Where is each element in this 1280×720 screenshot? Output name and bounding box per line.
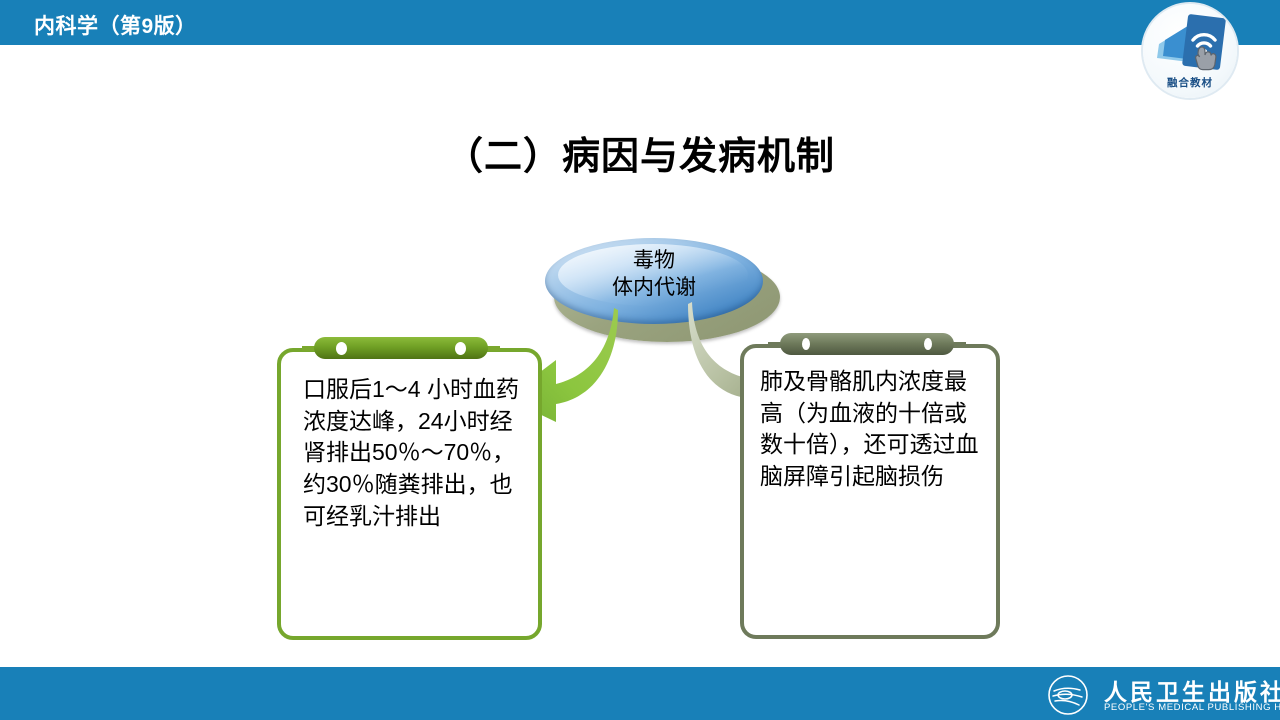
publisher-name-en: PEOPLE'S MEDICAL PUBLISHING HOUSE xyxy=(1104,702,1280,713)
pmph-circle-swoosh-icon xyxy=(1048,675,1088,715)
clip-hole-right xyxy=(455,342,466,355)
header-bar xyxy=(0,0,1280,45)
clip-hole-left xyxy=(336,342,347,355)
left-card-text: 口服后1～4 小时血药浓度达峰，24小时经肾排出50％～70％，约30％随粪排出… xyxy=(303,376,519,529)
wifi-hand-textbook-icon xyxy=(1157,14,1226,71)
clip-stem-right xyxy=(480,346,500,351)
clip-stem-right xyxy=(946,342,966,347)
right-card: 肺及骨骼肌内浓度最高（为血液的十倍或数十倍），还可透过血脑屏障引起脑损伤 xyxy=(740,344,1000,639)
publisher-logo: 人民卫生出版社 PEOPLE'S MEDICAL PUBLISHING HOUS… xyxy=(1044,673,1280,717)
clip-hole-right xyxy=(924,338,932,350)
node-label-line2: 体内代谢 xyxy=(612,275,696,299)
header-title: 内科学（第9版） xyxy=(34,15,197,38)
publisher-name-cn: 人民卫生出版社 xyxy=(1104,680,1280,705)
right-card-text: 肺及骨骼肌内浓度最高（为血液的十倍或数十倍），还可透过血脑屏障引起脑损伤 xyxy=(760,368,979,490)
badge-label: 融合教材 xyxy=(1167,77,1213,89)
node-gloss-highlight xyxy=(558,244,748,306)
clip-body xyxy=(314,337,488,359)
toxin-metabolism-node: 毒物 体内代谢 xyxy=(540,234,780,350)
clip-stem-left xyxy=(302,346,322,351)
clip-body xyxy=(780,333,954,355)
fusion-textbook-badge: 融合教材 xyxy=(1141,2,1239,100)
node-label: 毒物 体内代谢 xyxy=(545,248,763,302)
clip-stem-left xyxy=(768,342,788,347)
left-card-clip xyxy=(302,337,500,359)
node-label-line1: 毒物 xyxy=(633,249,675,272)
left-card: 口服后1～4 小时血药浓度达峰，24小时经肾排出50％～70％，约30％随粪排出… xyxy=(277,348,542,640)
page-title: （二）病因与发病机制 xyxy=(444,136,835,178)
clip-hole-left xyxy=(802,338,810,350)
right-card-clip xyxy=(768,333,966,355)
